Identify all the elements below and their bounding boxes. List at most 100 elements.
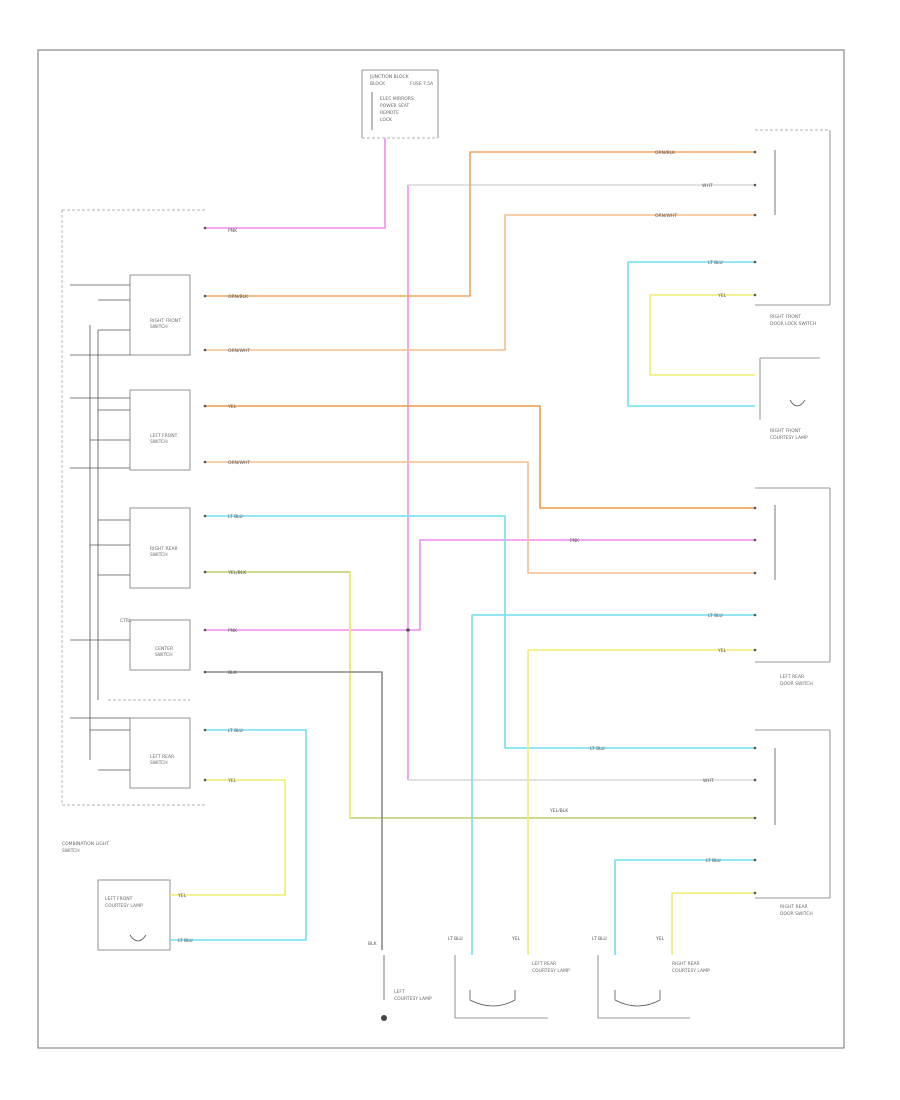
wire-pink-junction: [205, 138, 386, 229]
wire-label-cyan-8: LT BLU: [448, 936, 463, 942]
wire-label-pink-2: PNK: [228, 628, 238, 634]
wire-yellow-rr-lamp: [671, 892, 755, 955]
left-rear-courtesy-lamp: LEFT REAR COURTESY LAMP: [454, 955, 570, 1019]
rr-switch-sub: SWITCH: [150, 552, 168, 558]
left-front-lamp-sub: COURTESY LAMP: [105, 903, 143, 909]
wire-label-cyan-2: LT BLU: [228, 728, 243, 734]
wire-yellow-lf-lamp: [170, 779, 286, 896]
junction-block-line: POWER SEAT: [380, 103, 410, 109]
wire-cyan-rr: [205, 515, 755, 749]
combination-switch: COMBINATION LIGHT SWITCH RIGHT FRONT SWI…: [61, 209, 205, 854]
diagram-frame: [37, 49, 845, 1049]
right-rear-switch-title: RIGHT REAR: [780, 904, 808, 910]
wire-orange-lf-1: [205, 405, 755, 509]
rf-door-switch-sub: DOOR LOCK SWITCH: [770, 321, 816, 327]
rf-courtesy-sub: COURTESY LAMP: [770, 435, 808, 441]
wire-label-orange-3: ORN/BLK: [655, 150, 676, 156]
lr-switch-sub: SWITCH: [150, 760, 168, 766]
wire-orange-lf-2: [205, 461, 755, 574]
junction-block-line: REMOTE: [380, 110, 399, 116]
junction-block-title: JUNCTION BLOCK: [369, 74, 410, 80]
junction-block-line: LOCK: [380, 117, 393, 123]
wire-label-cyan-5: LT BLU: [590, 746, 605, 752]
left-rear-switch-title: LEFT REAR: [780, 674, 804, 680]
wire-label-cyan-4: LT BLU: [708, 613, 723, 619]
center-switch-label: CTRL: [120, 618, 132, 624]
combination-switch-sub: SWITCH: [62, 848, 80, 854]
combination-switch-title: COMBINATION LIGHT: [62, 841, 109, 847]
left-rear-lamp-sub: COURTESY LAMP: [532, 968, 570, 974]
rr-switch-block: [129, 507, 191, 589]
wire-label-white: WHT: [702, 183, 713, 189]
center-switch-sub: SWITCH: [155, 652, 173, 658]
lf-switch-title: LEFT FRONT: [150, 433, 178, 439]
wire-label-yellow-4: YEL: [717, 648, 727, 654]
wire-label-lorange-3: ORN/WHT: [655, 213, 677, 219]
wire-label-cyan-6: LT BLU: [706, 858, 721, 864]
right-rear-lamp-title: RIGHT REAR: [672, 961, 700, 967]
center-switch-title: CENTER: [155, 646, 173, 652]
wire-gray-ground: [205, 671, 383, 950]
wire-label-pink: PNK: [228, 228, 238, 234]
lf-switch-block: [129, 389, 191, 471]
junction-block-sub: BLOCK: [370, 81, 386, 87]
center-switch-block: [129, 619, 191, 671]
wire-label-yellow-3: YEL: [717, 293, 727, 299]
wire-label-yellow-5: YEL: [177, 893, 187, 899]
rf-door-switch-title: RIGHT FRONT: [770, 314, 801, 320]
rf-courtesy-title: RIGHT FRONT: [770, 428, 801, 434]
rf-switch-sub: SWITCH: [150, 324, 168, 330]
wire-label-orange: ORN/BLK: [228, 294, 249, 300]
rf-door-switch: RIGHT FRONT DOOR LOCK SWITCH: [755, 129, 831, 327]
junction-block: JUNCTION BLOCK BLOCK FUSE 7.5A ELEC MIRR…: [361, 69, 439, 139]
wire-cyan-lf-lamp: [170, 729, 307, 941]
left-rear-switch-sub: DOOR SWITCH: [780, 681, 813, 687]
wire-orange-rf-2: [205, 214, 755, 351]
wire-label-cyan: LT BLU: [228, 514, 243, 520]
junction-block-fuse: FUSE 7.5A: [410, 81, 434, 87]
lf-switch-sub: SWITCH: [150, 439, 168, 445]
right-rear-switch-sub: DOOR SWITCH: [780, 911, 813, 917]
right-rear-door-switch: RIGHT REAR DOOR SWITCH: [755, 729, 831, 917]
wire-cyan-rr-lamp: [614, 859, 755, 955]
wire-label-olive-2: YEL/BLK: [549, 808, 569, 814]
wire-label-cyan-7: LT BLU: [178, 938, 193, 944]
wire-label-yellow-7: YEL: [655, 936, 665, 942]
rf-courtesy-lamp: RIGHT FRONT COURTESY LAMP: [759, 357, 820, 441]
ground-lamp-sub: COURTESY LAMP: [394, 996, 432, 1002]
left-front-courtesy-lamp: LEFT FRONT COURTESY LAMP: [97, 879, 171, 951]
right-rear-lamp-sub: COURTESY LAMP: [672, 968, 710, 974]
rf-switch-block: [129, 274, 191, 356]
junction-block-line: ELEC MIRRORS: [380, 96, 414, 102]
ground-lamp-bulb: [381, 1015, 387, 1021]
wire-label-white-2: WHT: [703, 778, 714, 784]
wire-label-lorange-2: ORN/WHT: [228, 460, 250, 466]
wire-label-gray-2: BLK: [368, 941, 378, 947]
ground-lamp-title: LEFT: [394, 989, 405, 995]
wire-label-yellow-2: YEL: [227, 778, 237, 784]
right-rear-courtesy-lamp: RIGHT REAR COURTESY LAMP: [597, 955, 710, 1019]
ground-lamp: LEFT COURTESY LAMP: [381, 955, 432, 1021]
left-front-lamp-title: LEFT FRONT: [105, 896, 133, 902]
wire-cyan-rf-lamp: [627, 261, 755, 407]
lr-switch-block: [129, 717, 191, 789]
wire-label-yellow: YEL: [227, 404, 237, 410]
wire-label-olive: YEL/BLK: [227, 570, 247, 576]
wire-label-gray: BLK: [228, 670, 238, 676]
rf-switch-title: RIGHT FRONT: [150, 318, 181, 324]
connector-pins: [203, 150, 757, 895]
rr-switch-title: RIGHT REAR: [150, 546, 178, 552]
wire-label-yellow-6: YEL: [511, 936, 521, 942]
left-rear-lamp-title: LEFT REAR: [532, 961, 556, 967]
wire-yellow-lr-lamp: [527, 649, 755, 955]
wire-orange-rf-1: [205, 151, 755, 297]
lr-switch-title: LEFT REAR: [150, 754, 174, 760]
wire-label-cyan-3: LT BLU: [708, 260, 723, 266]
wire-yellow-rf-lamp: [649, 294, 755, 376]
wire-olive-rr: [205, 571, 755, 819]
wire-cyan-lr-lamp: [471, 614, 755, 955]
wire-labels: PNK ORN/BLK ORN/WHT YEL ORN/WHT LT BLU Y…: [177, 150, 727, 947]
wire-pink-center: [205, 539, 755, 631]
wire-label-lorange: ORN/WHT: [228, 348, 250, 354]
